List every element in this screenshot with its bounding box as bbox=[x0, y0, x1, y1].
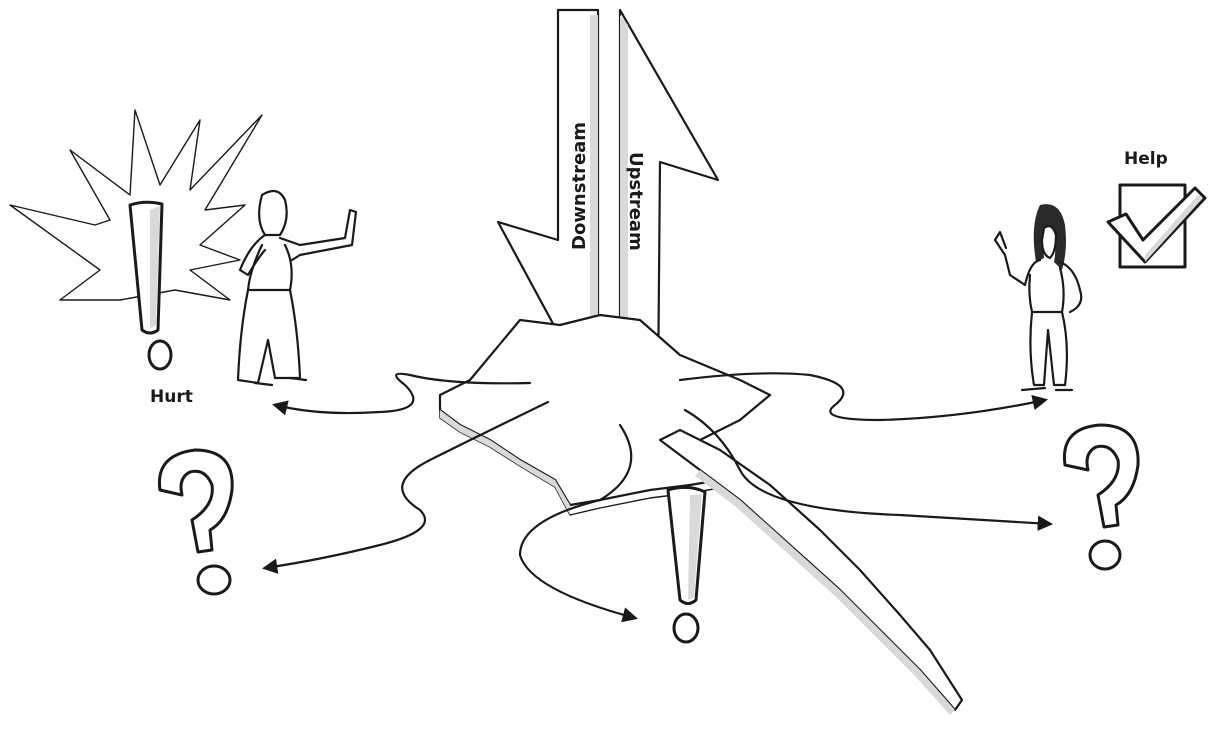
downstream-label: Downstream bbox=[569, 122, 590, 250]
hurt-person-figure bbox=[236, 189, 358, 387]
help-person-figure bbox=[993, 204, 1083, 392]
hurt-label: Hurt bbox=[150, 387, 193, 407]
upstream-label: Upstream bbox=[625, 152, 646, 251]
flow-arrows bbox=[261, 372, 1054, 623]
cracked-ground bbox=[438, 313, 964, 715]
exclamation-icon-left bbox=[128, 200, 173, 371]
burst-icon bbox=[9, 109, 263, 301]
exclamation-icon-center bbox=[666, 485, 707, 644]
help-label: Help bbox=[1124, 149, 1168, 169]
question-mark-icon-left bbox=[157, 448, 234, 596]
checkbox-icon bbox=[1106, 183, 1207, 269]
question-mark-icon-right bbox=[1062, 423, 1140, 571]
